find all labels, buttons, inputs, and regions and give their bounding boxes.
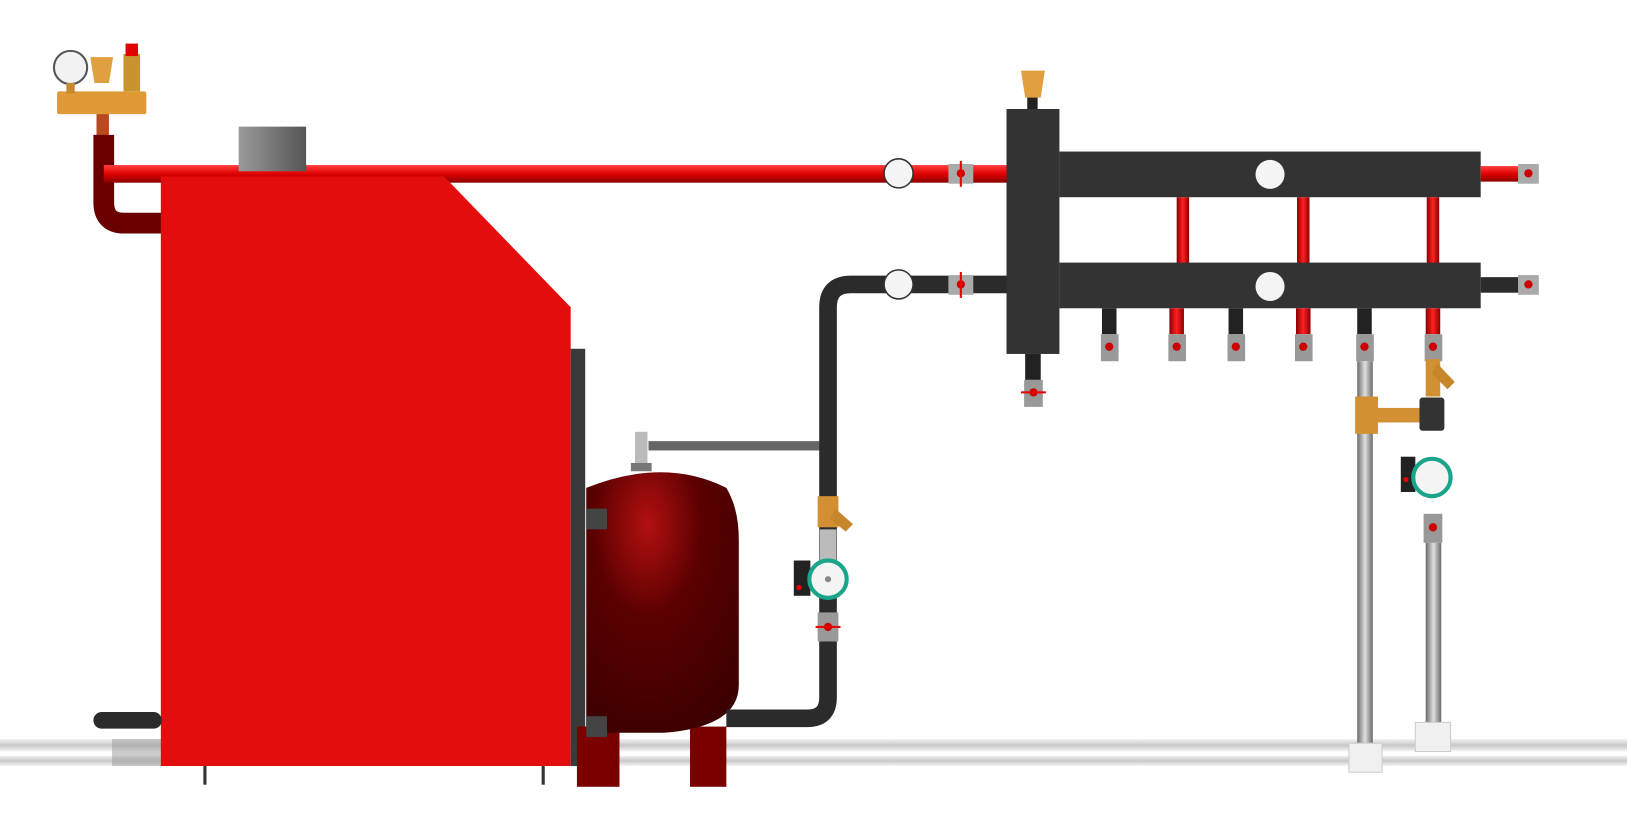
air-vent-icon <box>1021 70 1045 98</box>
thermometer-icon <box>1255 271 1285 302</box>
return-pipe <box>726 275 1012 728</box>
manifold <box>1059 151 1539 309</box>
ball-valve-icon <box>1021 379 1046 407</box>
safety-group <box>52 43 147 144</box>
manifold-outlets <box>1100 308 1443 362</box>
circulation-pump-icon <box>1400 456 1453 499</box>
thermometer-icon <box>883 269 914 300</box>
circulation-pump-icon <box>793 558 849 600</box>
ball-valve-icon <box>948 271 974 298</box>
chimney <box>238 126 307 172</box>
thermometer-icon <box>883 158 914 189</box>
thermometer-icon <box>1255 159 1285 189</box>
expansion-tank <box>576 472 739 787</box>
boiler-supply-riser <box>93 134 167 234</box>
ball-valve-icon <box>1518 164 1539 184</box>
ball-valve-icon <box>815 612 841 642</box>
ball-valve-icon <box>1423 513 1443 543</box>
ball-valve-icon <box>1518 275 1539 295</box>
boiler <box>160 126 586 785</box>
heating-circuit <box>1348 359 1455 773</box>
y-strainer-icon <box>817 496 853 532</box>
pressure-gauge-icon <box>52 49 89 86</box>
boiler-return-stub <box>93 712 162 729</box>
hydraulic-separator <box>1006 70 1060 407</box>
tank-connection-pipe <box>630 431 820 472</box>
ball-valve-icon <box>948 160 974 187</box>
air-vent-icon <box>90 57 114 84</box>
